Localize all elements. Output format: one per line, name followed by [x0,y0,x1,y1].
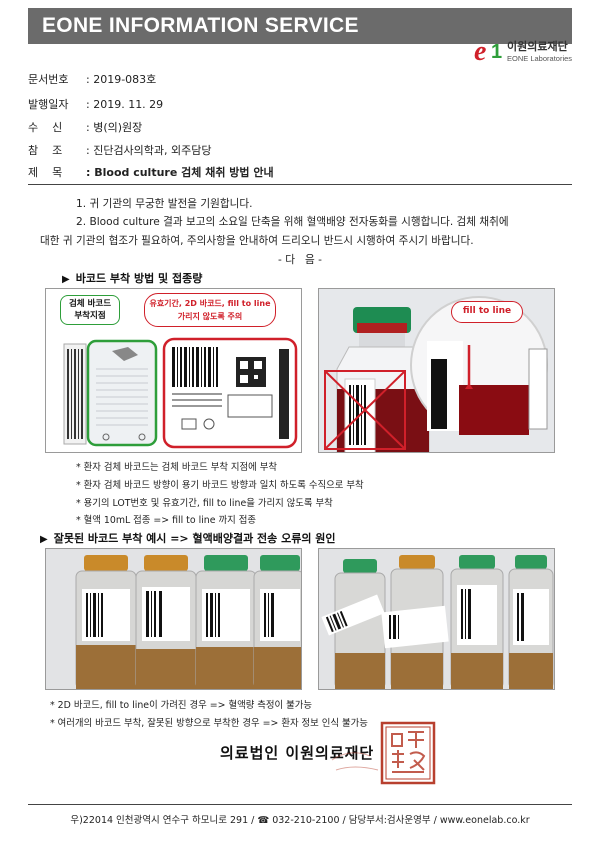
logo-english-name: EONE Laboratories [507,53,573,63]
multiple-barcodes-illustration [319,549,554,689]
fill-to-line-photo: fill to line [318,288,555,453]
callout-attach-point: 검체 바코드 부착지점 [60,295,120,325]
paragraph-2-line-2: 대한 귀 기관의 협조가 필요하여, 주의사항을 안내하여 드리오니 반드시 시… [40,235,474,247]
banner-title: EONE INFORMATION SERVICE [42,14,359,37]
barcode-label-illustration [63,337,298,449]
callout-caution: 유효기간, 2D 바코드, fill to line 가리지 않도록 주의 [144,293,276,327]
section-1-bullet-2: * 환자 검체 바코드 방향이 용기 바코드 방향과 일치 하도록 수직으로 부… [76,480,364,491]
meta-issue-date: 발행일자: 2019. 11. 29 [28,98,164,111]
section-1-title: ▶바코드 부착 방법 및 접종량 [62,272,203,285]
wrong-barcode-photo-right [318,548,555,690]
paragraph-1: 1. 귀 기관의 무궁한 발전을 기원합니다. [76,198,253,210]
section-1-bullet-1: * 환자 검체 바코드는 검체 바코드 부착 지점에 부착 [76,462,278,473]
section-1-bullet-4: * 혈액 10mL 접종 => fill to line 까지 접종 [76,515,256,526]
wrong-barcode-photo-left [45,548,302,690]
eone-logo-icon: e 1 [474,36,502,64]
header-banner: EONE INFORMATION SERVICE [28,8,572,44]
fill-to-line-label: fill to line [451,301,523,323]
logo-korean-name: 이원의료재단 [507,39,568,53]
eone-logo: e 1 이원의료재단 EONE Laboratories [474,34,586,66]
triangle-right-icon: ▶ [40,534,48,545]
header-divider [28,184,572,185]
meta-subject: 제 목: Blood culture 검체 채취 방법 안내 [28,166,274,179]
barcode-attachment-diagram: 검체 바코드 부착지점 유효기간, 2D 바코드, fill to line 가… [45,288,302,453]
section-2-bullet-1: * 2D 바코드, fill to line이 가려진 경우 => 혈액량 측정… [50,700,313,711]
meta-reference: 참 조: 진단검사의학과, 외주담당 [28,144,212,157]
section-2-title: ▶잘못된 바코드 부착 예시 => 혈액배양결과 전송 오류의 원인 [40,532,336,545]
svg-text:1: 1 [491,41,502,63]
triangle-right-icon: ▶ [62,274,70,285]
signature-name: 의료법인 이원의료재단 [220,744,375,762]
footer-divider [28,804,572,805]
meta-doc-number: 문서번호: 2019-083호 [28,73,157,86]
official-seal-stamp [331,721,436,785]
meta-recipient: 수 신: 병(의)원장 [28,121,143,134]
footer-contact: 우)22014 인천광역시 연수구 하모니로 291 / ☎ 032-210-2… [70,815,530,826]
section-1-bullet-3: * 용기의 LOT번호 및 유효기간, fill to line을 가리지 않도… [76,498,333,509]
four-bottles-illustration [46,549,301,689]
paragraph-2-line-1: 2. Blood culture 결과 보고의 소요일 단축을 위해 혈액배양 … [76,216,509,228]
dagum-heading: - 다 음 - [278,254,322,266]
section-2-bullet-2: * 여러개의 바코드 부착, 잘못된 방향으로 부착한 경우 => 환자 정보 … [50,718,368,729]
svg-text:e: e [474,36,486,64]
